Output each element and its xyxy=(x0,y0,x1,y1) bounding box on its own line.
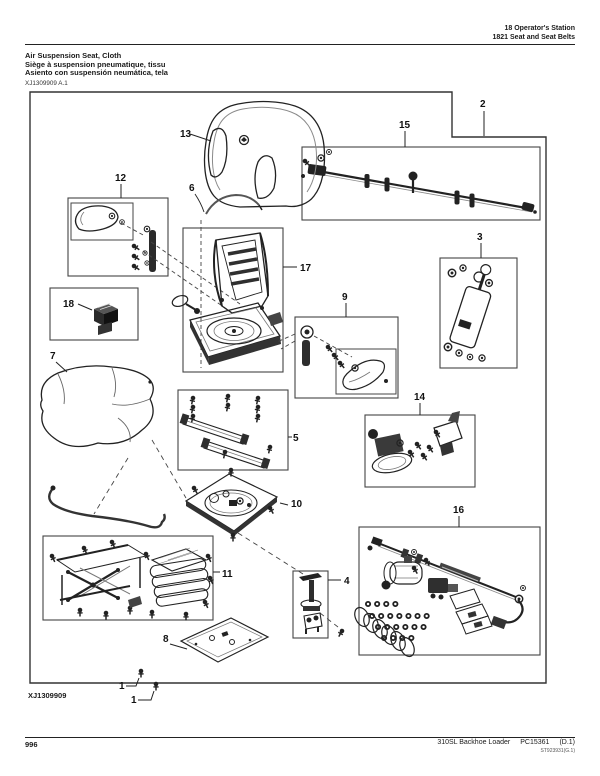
footer-model: 310SL Backhoe Loader xyxy=(437,739,511,746)
callout-4: 4 xyxy=(344,576,350,587)
footer-watermark: ST923931(G.1) xyxy=(540,748,575,754)
callout-5: 5 xyxy=(293,433,299,444)
callout-15: 15 xyxy=(399,120,411,131)
title-spanish: Asiento con suspensión neumática, tela xyxy=(25,68,168,77)
callout-13: 13 xyxy=(180,129,192,140)
part-3-shock-drawing xyxy=(443,264,494,362)
callout-1a: 1 xyxy=(119,681,125,692)
callout-14: 14 xyxy=(414,392,426,403)
part-18-switch-drawing xyxy=(94,303,118,335)
part-15-harness-drawing xyxy=(300,149,537,214)
part-14-valve-drawing xyxy=(368,411,463,474)
leader-7 xyxy=(55,361,68,373)
callout-12: 12 xyxy=(115,173,127,184)
drawing-id: XJ1309909 xyxy=(28,691,67,700)
callout-16: 16 xyxy=(453,505,465,516)
header-chapter: 18 Operator's Station xyxy=(504,25,575,32)
main-border-box xyxy=(29,91,547,684)
callout-9: 9 xyxy=(342,292,348,303)
footer-revision: (D.1) xyxy=(559,739,575,746)
callout-10: 10 xyxy=(291,499,303,510)
title-french: Siège à suspension pneumatique, tissu xyxy=(25,59,166,69)
callout-3: 3 xyxy=(477,232,483,243)
part-6-hose xyxy=(194,193,263,368)
callout-6: 6 xyxy=(189,183,195,194)
group-1-screws: 1 1 xyxy=(119,667,160,706)
part-8-base-plate xyxy=(179,617,270,663)
part-5-rails-drawing xyxy=(179,392,274,469)
group-16-compressor-kit: 16 xyxy=(354,505,541,658)
part-7-seat-cushion xyxy=(40,365,154,448)
callout-11: 11 xyxy=(222,569,233,580)
leader-8 xyxy=(169,643,188,650)
header-section: 18 Operator's Station 1821 Seat and Seat… xyxy=(493,24,576,42)
group-15-air-line: 15 xyxy=(300,120,541,221)
screw-4 xyxy=(335,626,347,639)
footer-publication: 310SL Backhoe Loader PC15361 (D.1) xyxy=(427,739,575,746)
part-frame-tube xyxy=(48,485,166,529)
part-12-armrest-drawing xyxy=(74,205,241,313)
title-english: Air Suspension Seat, Cloth xyxy=(25,51,122,60)
group-3-shock-absorber: 3 xyxy=(439,232,518,369)
group-4-valve-lever: 4 xyxy=(292,570,350,639)
header-group: 1821 Seat and Seat Belts xyxy=(492,34,576,41)
group-5-seat-rails: 5 xyxy=(177,389,299,471)
title-block: Air Suspension Seat, Cloth Siège à suspe… xyxy=(25,51,168,78)
footer-rule xyxy=(25,737,575,738)
callout-2: 2 xyxy=(480,99,486,110)
part-11-scissor-drawing xyxy=(47,538,148,621)
header-rule xyxy=(25,44,575,45)
part-17-frame-drawing xyxy=(171,232,283,365)
leader-13 xyxy=(189,133,212,142)
page-number: 996 xyxy=(25,740,38,749)
group-9-recline-lever: 9 xyxy=(276,292,399,399)
callout-8: 8 xyxy=(163,634,169,645)
group-18-switch: 18 xyxy=(49,287,139,341)
part-16-kit-drawing xyxy=(354,536,526,658)
assembly-dashed-lines xyxy=(93,439,339,628)
group-14-valve-bracket: 14 xyxy=(364,392,476,488)
group-12-armrest: 12 xyxy=(67,173,241,313)
footer-catalog-number: PC15361 xyxy=(520,739,550,746)
part-13-backrest xyxy=(203,100,326,208)
drawing-reference: XJ1309909 A.1 xyxy=(25,80,68,87)
part-10-swivel-plate xyxy=(184,466,279,543)
callout-18: 18 xyxy=(63,299,75,310)
part-9-lever-drawing xyxy=(276,325,388,391)
part-4-lever-drawing xyxy=(299,573,323,634)
group-11-suspension: 11 xyxy=(42,535,233,622)
leader-10 xyxy=(279,502,289,506)
callout-1b: 1 xyxy=(131,695,137,706)
group-17-seat-frame: 17 xyxy=(171,227,312,373)
part-11-bellows-drawing xyxy=(141,547,216,622)
callout-17: 17 xyxy=(300,263,312,274)
callout-7: 7 xyxy=(50,351,56,362)
